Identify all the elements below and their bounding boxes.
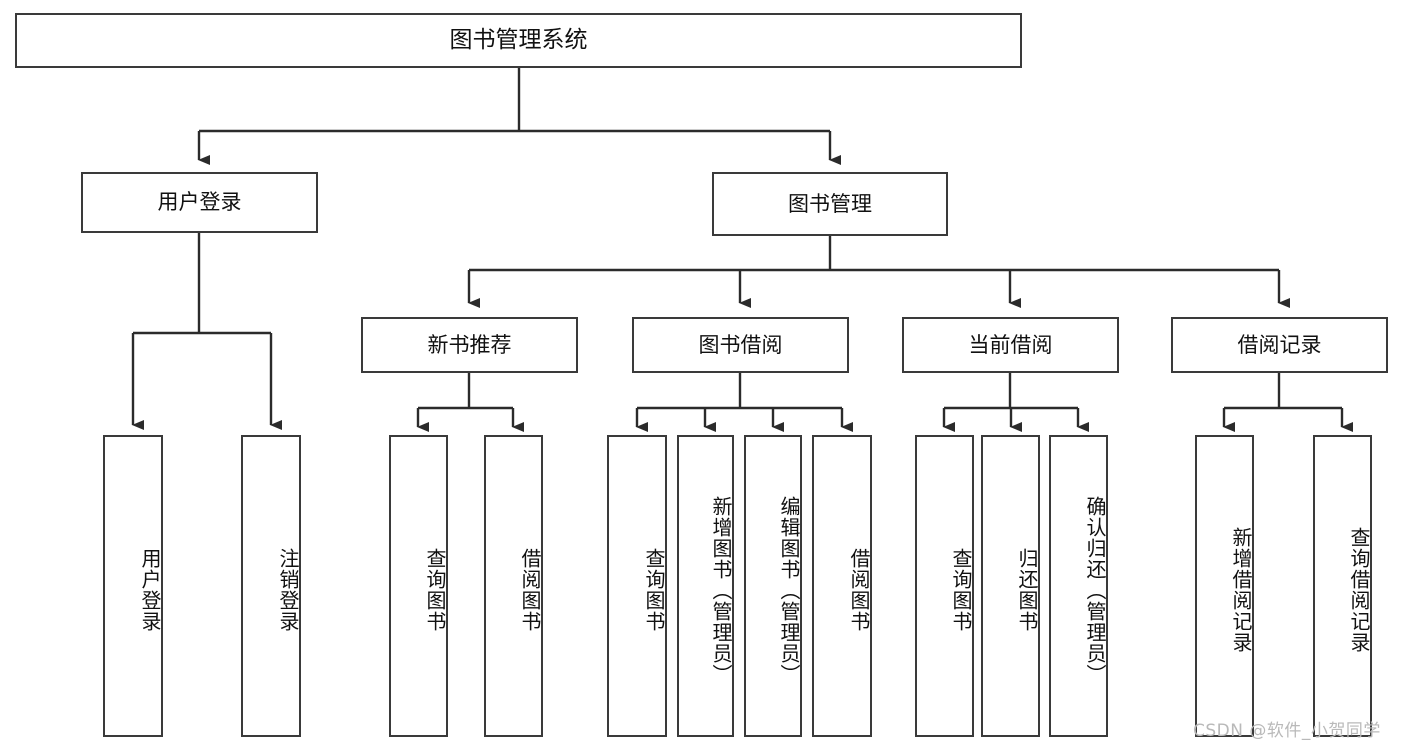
leaf-borrow-query-book[interactable]: 查询图书 [607,435,667,737]
node-borrow-record[interactable]: 借阅记录 [1171,317,1388,373]
leaf-borrow-add-book-admin[interactable]: 新增图书（管理员） [677,435,734,737]
leaf-current-confirm-return-admin[interactable]: 确认归还（管理员） [1049,435,1108,737]
node-new-book-recommend-label: 新书推荐 [427,332,512,357]
leaf-label: 查询借阅记录 [1347,527,1371,653]
watermark: CSDN @软件_小贺同学 [1193,721,1381,741]
leaf-label: 查询图书 [642,548,666,632]
leaf-borrow-edit-book-admin[interactable]: 编辑图书（管理员） [744,435,802,737]
leaf-record-query-record[interactable]: 查询借阅记录 [1313,435,1372,737]
leaf-label: 归还图书 [1015,548,1039,632]
leaf-label: 新增借阅记录 [1229,527,1253,653]
leaf-borrow-borrow-book[interactable]: 借阅图书 [812,435,872,737]
leaf-label: 新增图书（管理员） [709,495,733,685]
leaf-label: 用户登录 [138,548,162,632]
leaf-label: 确认归还（管理员） [1083,495,1107,685]
node-book-borrow-label: 图书借阅 [698,332,783,357]
leaf-user-login-logout[interactable]: 注销登录 [241,435,301,737]
leaf-label: 借阅图书 [518,548,542,632]
leaf-label: 查询图书 [423,548,447,632]
leaf-current-return-book[interactable]: 归还图书 [981,435,1040,737]
leaf-record-add-record[interactable]: 新增借阅记录 [1195,435,1254,737]
leaf-recommend-borrow-book[interactable]: 借阅图书 [484,435,543,737]
node-borrow-record-label: 借阅记录 [1237,332,1322,357]
leaf-user-login-login[interactable]: 用户登录 [103,435,163,737]
leaf-label: 编辑图书（管理员） [777,495,801,685]
node-book-management-label: 图书管理 [788,191,872,216]
node-new-book-recommend[interactable]: 新书推荐 [361,317,578,373]
leaf-label: 查询图书 [949,548,973,632]
leaf-label: 注销登录 [276,548,300,632]
node-user-login[interactable]: 用户登录 [81,172,318,233]
leaf-recommend-query-book[interactable]: 查询图书 [389,435,448,737]
node-current-borrow-label: 当前借阅 [968,332,1053,357]
node-user-login-label: 用户登录 [157,190,242,215]
node-book-borrow[interactable]: 图书借阅 [632,317,849,373]
node-book-management[interactable]: 图书管理 [712,172,948,236]
node-root-label: 图书管理系统 [449,26,588,53]
leaf-current-query-book[interactable]: 查询图书 [915,435,974,737]
node-root[interactable]: 图书管理系统 [15,13,1022,68]
leaf-label: 借阅图书 [847,548,871,632]
node-current-borrow[interactable]: 当前借阅 [902,317,1119,373]
